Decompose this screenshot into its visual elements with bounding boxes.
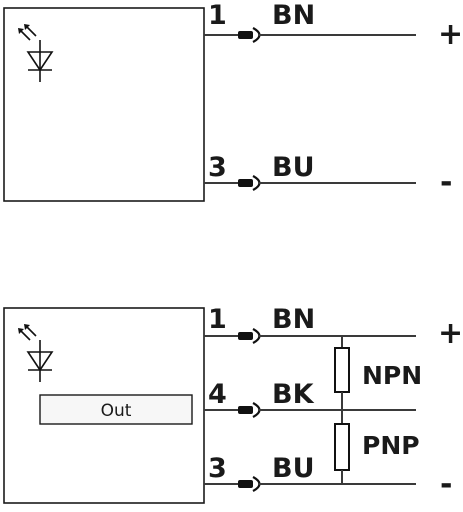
top-led-icon [18,24,54,82]
top-pin-3-wire: 3 BU - [204,152,452,200]
npn-label: NPN [362,361,422,390]
pnp-label: PNP [362,431,420,460]
connector-plug-icon [238,179,253,187]
bottom-pin-1-color: BN [272,304,315,335]
connector-plug-icon [238,31,253,39]
pnp-load-resistor [334,423,350,471]
top-pin-3-color: BU [272,152,315,183]
bottom-sensor: Out 1 BN + 4 BK 3 BU - [3,304,463,504]
top-pin-1-number: 1 [208,0,227,31]
top-pin-1-wire: 1 BN + [204,0,463,52]
top-pin-1-polarity: + [438,17,463,52]
top-sensor-housing [3,7,205,202]
bottom-pin-3-polarity: - [440,467,452,502]
connector-plug-icon [238,332,253,340]
npn-load-resistor [334,347,350,393]
connector-plug-icon [238,480,253,488]
output-box [39,394,193,425]
bottom-pin-1-polarity: + [438,316,463,351]
bottom-pin-3-color: BU [272,453,315,484]
output-label: Out [101,401,132,421]
bottom-pin-4-color: BK [272,379,315,410]
top-pin-1-color: BN [272,0,315,31]
top-sensor: 1 BN + 3 BU - [3,0,463,202]
bottom-led-icon [18,324,54,382]
bottom-pin-3-wire: 3 BU - [204,453,452,502]
load-resistor-network: NPN PNP [334,336,422,484]
bottom-pin-1-number: 1 [208,304,227,335]
bottom-pin-4-number: 4 [208,379,227,410]
bottom-pin-4-wire: 4 BK [204,379,416,418]
bottom-pin-3-number: 3 [208,453,227,484]
top-pin-3-number: 3 [208,152,227,183]
connector-plug-icon [238,406,253,414]
top-pin-3-polarity: - [440,165,452,200]
bottom-pin-1-wire: 1 BN + [204,304,463,351]
